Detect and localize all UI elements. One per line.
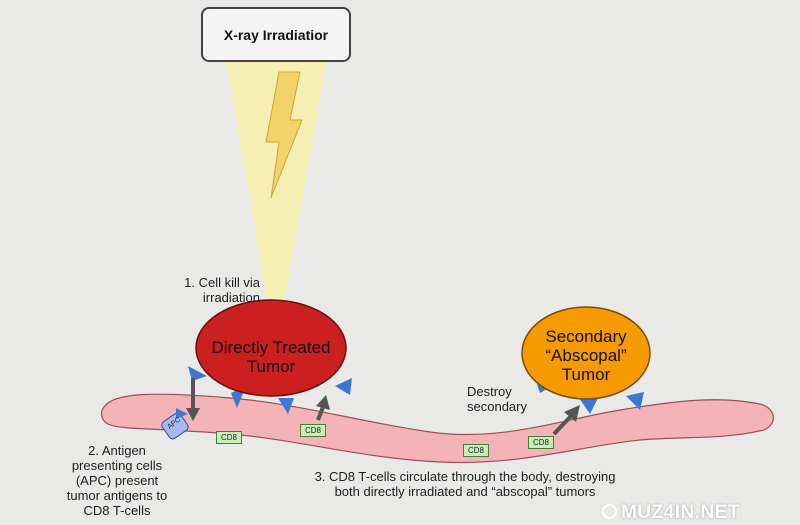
secondary-tumor	[521, 306, 651, 400]
apc-antigen	[176, 408, 188, 419]
cd8-cell-1: CD8	[216, 431, 242, 444]
lightning-bolt-icon	[265, 71, 303, 199]
cd8-cell-3: CD8	[463, 444, 489, 457]
step3-line2: both directly irradiated and “abscopal” …	[334, 484, 596, 499]
cd8-cell-4: CD8	[528, 436, 554, 449]
secondary-tumor-line2: “Abscopal”	[545, 346, 627, 365]
cd8-cell-2: CD8	[300, 424, 326, 437]
step2-line1: 2. Antigen	[88, 443, 146, 458]
step2-line3: (APC) present	[75, 473, 159, 488]
secondary-tumor-line1: Secondary	[545, 327, 627, 346]
blood-vessel	[101, 393, 774, 464]
primary-tumor-line1: Directly Treated	[211, 338, 331, 357]
xray-beam	[226, 62, 326, 315]
primary-tumor-label: Directly Treated Tumor	[196, 338, 346, 376]
step3-label: 3. CD8 T-cells circulate through the bod…	[285, 469, 645, 499]
arrows	[186, 378, 580, 436]
step1-line2: irradiation	[202, 290, 260, 305]
step3-line1: 3. CD8 T-cells circulate through the bod…	[314, 469, 616, 484]
step2-label: 2. Antigen presenting cells (APC) presen…	[52, 443, 182, 518]
secondary-tumor-line3: Tumor	[561, 365, 611, 384]
xray-irradiator-box: X-ray Irradiatior	[201, 7, 351, 62]
watermark-icon	[602, 504, 617, 519]
destroy-secondary-label: Destroy secondary	[467, 384, 557, 414]
destroy-line2: secondary	[467, 399, 527, 414]
secondary-tumor-label: Secondary “Abscopal” Tumor	[526, 327, 646, 384]
xray-irradiator-label: X-ray Irradiatior	[223, 26, 329, 43]
step2-line2: presenting cells	[71, 458, 163, 473]
step1-line1: 1. Cell kill via	[184, 275, 260, 290]
watermark: MUZ4IN.NET	[621, 502, 740, 523]
apc-cell	[161, 412, 189, 440]
step1-label: 1. Cell kill via irradiation	[150, 275, 260, 305]
primary-tumor	[195, 299, 347, 397]
destroy-line1: Destroy	[467, 384, 512, 399]
step2-line5: CD8 T-cells	[83, 503, 151, 518]
primary-tumor-line2: Tumor	[246, 357, 296, 376]
step2-line4: tumor antigens to	[66, 488, 168, 503]
